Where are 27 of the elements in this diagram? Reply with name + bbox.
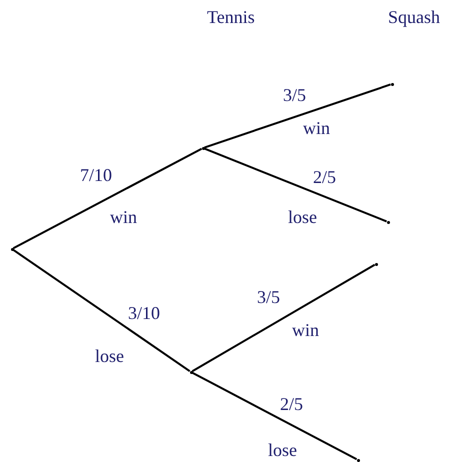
- branch-line: [12, 148, 202, 250]
- branch-line: [204, 84, 391, 148]
- column-heading: Squash: [388, 8, 440, 26]
- branch-line: [204, 148, 387, 222]
- branch-line: [192, 264, 376, 372]
- probability-label: 3/5: [283, 86, 306, 104]
- branch-point: [202, 146, 204, 150]
- outcome-label: lose: [288, 208, 317, 226]
- outcome-label: win: [292, 321, 319, 339]
- branch-line: [12, 249, 190, 372]
- branch-point: [10, 248, 14, 250]
- probability-label: 2/5: [280, 395, 304, 413]
- branch-point: [190, 370, 192, 374]
- outcome-label: win: [110, 208, 137, 226]
- probability-label: 3/10: [128, 304, 160, 322]
- branch-point: [386, 220, 390, 224]
- branch-point: [390, 82, 394, 86]
- column-heading: Tennis: [207, 8, 255, 26]
- branch-point: [374, 262, 378, 266]
- outcome-label: lose: [95, 347, 124, 365]
- outcome-label: win: [303, 119, 330, 137]
- probability-label: 7/10: [80, 166, 112, 184]
- branch-line: [192, 372, 358, 460]
- branch-point: [356, 458, 360, 462]
- probability-label: 3/5: [257, 288, 280, 306]
- outcome-label: lose: [268, 441, 297, 459]
- probability-label: 2/5: [313, 168, 336, 186]
